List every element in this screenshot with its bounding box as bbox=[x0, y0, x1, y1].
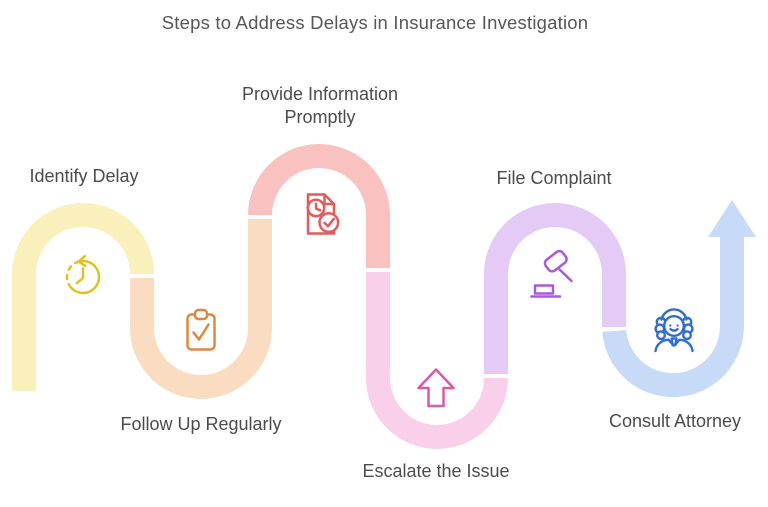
diagram-title: Steps to Address Delays in Insurance Inv… bbox=[161, 12, 589, 33]
ribbon-segment-follow-up bbox=[130, 219, 272, 399]
flow-end-arrowhead bbox=[708, 200, 756, 237]
arrow-up-icon bbox=[417, 368, 455, 408]
ribbon-segment-escalate bbox=[366, 272, 508, 449]
ribbon-segment-file-complaint bbox=[484, 203, 626, 374]
ribbon-segment-identify-delay bbox=[11, 203, 154, 391]
gavel-icon bbox=[530, 249, 573, 298]
attorney-icon bbox=[654, 308, 694, 353]
ribbon-segment-provide-information bbox=[248, 144, 390, 268]
clipboard-check-icon bbox=[186, 308, 216, 351]
step-label-file-complaint: File Complaint bbox=[496, 168, 612, 188]
step-label-consult-attorney: Consult Attorney bbox=[608, 411, 742, 431]
step-label-provide-information-promptly: Provide Information Promptly bbox=[241, 84, 399, 127]
step-label-escalate-the-issue: Escalate the Issue bbox=[362, 461, 510, 481]
ribbon-segment-consult-attorney bbox=[602, 236, 745, 398]
history-clock-icon bbox=[65, 254, 101, 295]
document-clock-check-icon bbox=[306, 193, 340, 235]
step-label-follow-up-regularly: Follow Up Regularly bbox=[120, 414, 282, 434]
step-label-identify-delay: Identify Delay bbox=[29, 166, 139, 186]
